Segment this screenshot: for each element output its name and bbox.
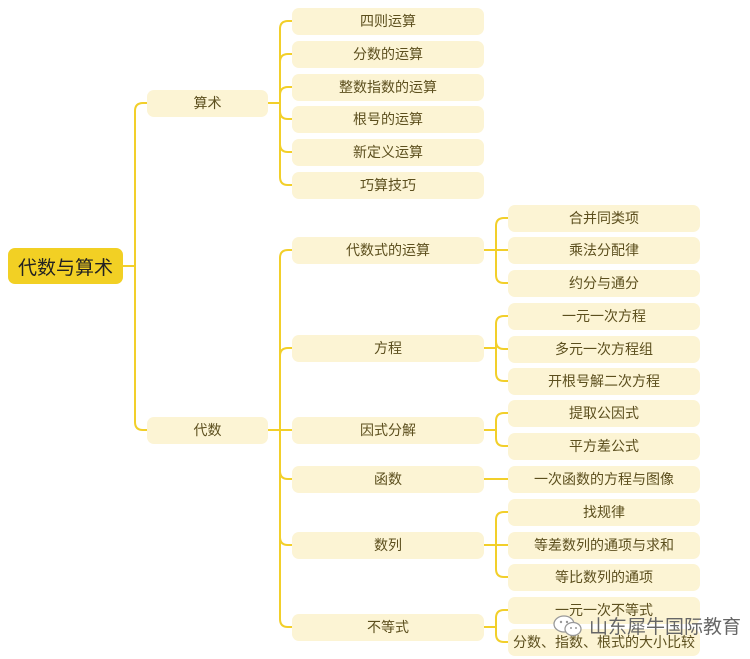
subtopic-node[interactable]: 一元一次不等式	[508, 596, 700, 624]
topic-node[interactable]: 方程	[292, 334, 484, 362]
subtopic-node[interactable]: 等差数列的通项与求和	[508, 531, 700, 559]
topic-node[interactable]: 根号的运算	[292, 105, 484, 133]
topic-node[interactable]: 数列	[292, 531, 484, 559]
watermark: 山东犀牛国际教育	[553, 612, 741, 639]
topic-node[interactable]: 代数式的运算	[292, 236, 484, 264]
connector	[268, 20, 292, 186]
subtopic-node[interactable]: 约分与通分	[508, 269, 700, 297]
topic-node[interactable]: 整数指数的运算	[292, 73, 484, 101]
connector	[484, 315, 508, 382]
topic-node[interactable]: 因式分解	[292, 416, 484, 444]
connector	[123, 102, 147, 431]
connector	[484, 412, 508, 447]
topic-node[interactable]: 四则运算	[292, 7, 484, 35]
branch-node[interactable]: 算术	[147, 89, 268, 117]
subtopic-node[interactable]: 合并同类项	[508, 204, 700, 232]
connector	[484, 609, 508, 643]
topic-node[interactable]: 不等式	[292, 613, 484, 641]
subtopic-node[interactable]: 提取公因式	[508, 399, 700, 427]
subtopic-node[interactable]: 等比数列的通项	[508, 563, 700, 591]
topic-node[interactable]: 新定义运算	[292, 138, 484, 166]
watermark-text: 山东犀牛国际教育	[589, 616, 742, 638]
connector	[484, 511, 508, 578]
subtopic-node[interactable]: 一次函数的方程与图像	[508, 465, 700, 493]
subtopic-node[interactable]: 开根号解二次方程	[508, 367, 700, 395]
branch-node[interactable]: 代数	[147, 416, 268, 444]
subtopic-node[interactable]: 找规律	[508, 498, 700, 526]
subtopic-node[interactable]: 多元一次方程组	[508, 335, 700, 363]
root-node[interactable]: 代数与算术	[8, 248, 123, 284]
subtopic-node[interactable]: 乘法分配律	[508, 236, 700, 264]
subtopic-node[interactable]: 分数、指数、根式的大小比较	[508, 628, 700, 656]
topic-node[interactable]: 函数	[292, 465, 484, 493]
subtopic-node[interactable]: 平方差公式	[508, 432, 700, 460]
subtopic-node[interactable]: 一元一次方程	[508, 302, 700, 330]
connector	[268, 249, 292, 628]
wechat-icon	[553, 614, 582, 636]
topic-node[interactable]: 分数的运算	[292, 40, 484, 68]
connector	[484, 217, 508, 284]
topic-node[interactable]: 巧算技巧	[292, 171, 484, 199]
